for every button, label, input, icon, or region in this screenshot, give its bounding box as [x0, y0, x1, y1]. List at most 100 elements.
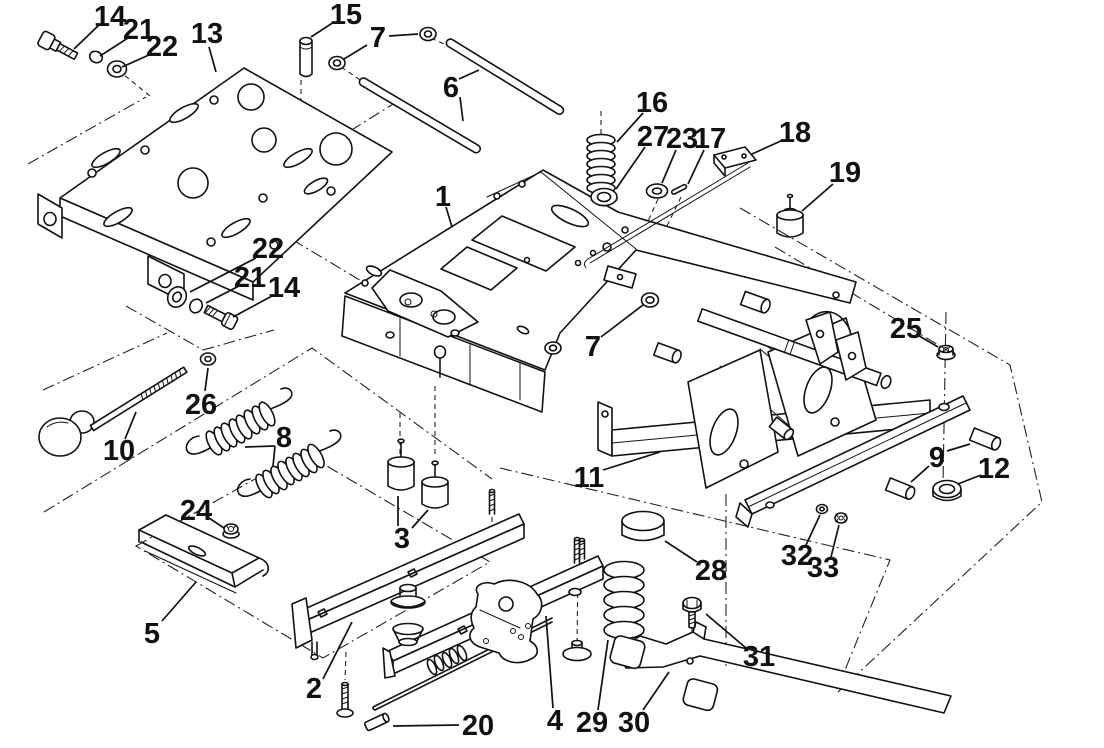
callout-number: 31	[743, 641, 775, 673]
callout-leader-line	[661, 149, 677, 184]
callout-leader-line	[189, 257, 257, 293]
nut-24	[222, 523, 240, 539]
callout-leader-line	[751, 139, 784, 155]
lever-30	[609, 621, 952, 714]
flange-nut-25	[936, 344, 956, 361]
callout-30: 30	[618, 671, 670, 739]
callout-leader-line	[915, 333, 939, 348]
callout-leader-line	[445, 206, 453, 228]
clamp-bracket	[805, 310, 867, 381]
callout-number: 3	[394, 523, 410, 555]
callout-29: 29	[576, 639, 609, 739]
screw-and-disc	[562, 536, 592, 662]
callout-leader-line	[208, 46, 217, 73]
callout-leader-line	[121, 53, 152, 68]
callout-number: 8	[276, 422, 292, 454]
latch-plate	[469, 579, 543, 664]
callout-number: 15	[330, 0, 362, 31]
callout-26: 26	[185, 367, 217, 421]
callout-number: 22	[252, 233, 284, 265]
callout-leader-line	[910, 465, 930, 483]
callout-leader-line	[244, 445, 276, 448]
bushings-9	[884, 427, 1002, 501]
pin-20	[363, 712, 390, 732]
callout-leader-line	[830, 524, 840, 558]
spring-16	[586, 133, 616, 195]
part-13-seat-plate	[37, 67, 393, 303]
callout-number: 29	[576, 707, 608, 739]
callout-number: 2	[306, 673, 322, 705]
knob-rod-10	[38, 366, 188, 457]
callout-number: 26	[185, 389, 217, 421]
callout-14: 14	[73, 1, 126, 50]
callout-25: 25	[890, 313, 939, 348]
callout-21: 21	[99, 14, 155, 57]
callout-leader-line	[204, 367, 209, 392]
callout-number: 33	[807, 552, 839, 584]
part-1-seat-pan	[341, 169, 857, 413]
callout-number: 9	[929, 442, 945, 474]
callout-24: 24	[180, 495, 225, 529]
callout-32: 32	[781, 514, 821, 572]
callout-leader-line	[310, 21, 335, 38]
callout-17: 17	[687, 123, 726, 185]
callout-10: 10	[103, 411, 137, 467]
callout-number: 14	[268, 272, 300, 304]
callout-number: 20	[462, 710, 494, 742]
callout-number: 1	[435, 181, 451, 213]
callout-number: 28	[695, 555, 727, 587]
callout-leader-line	[99, 37, 129, 57]
callout-number: 32	[781, 540, 813, 572]
callout-leader-line	[664, 540, 698, 563]
callout-number: 7	[370, 22, 386, 54]
callout-leader-line	[946, 443, 971, 452]
callout-number: 22	[146, 31, 178, 63]
callout-leader-line	[615, 146, 646, 190]
callout-20: 20	[392, 710, 494, 742]
callout-15: 15	[310, 0, 362, 38]
callout-number: 17	[694, 123, 726, 155]
callout-21: 21	[205, 262, 266, 304]
callout-leader-line	[616, 112, 644, 143]
screw	[336, 681, 354, 718]
callout-leader-line	[388, 33, 419, 37]
callout-number: 23	[666, 123, 698, 155]
callout-leader-line	[411, 509, 429, 529]
pin-17	[670, 183, 688, 195]
part-4-slide-rail	[363, 488, 604, 732]
callout-leader-line	[73, 24, 100, 50]
callout-leader-line	[957, 474, 982, 485]
callout-leader-line	[687, 149, 705, 185]
callout-5: 5	[144, 581, 197, 650]
bolt-14-washer-stack-lower	[166, 286, 239, 330]
bumper-19	[776, 193, 804, 238]
callout-12: 12	[957, 453, 1010, 485]
washer-32	[815, 503, 829, 515]
callout-number: 13	[191, 18, 223, 50]
callout-number: 25	[890, 313, 922, 345]
callout-number: 5	[144, 618, 160, 650]
callout-number: 14	[94, 1, 126, 33]
callout-number: 4	[547, 705, 563, 737]
grommet-27	[590, 187, 618, 207]
callout-leader-line	[322, 621, 353, 680]
callout-19: 19	[801, 157, 861, 212]
callout-leader-line	[801, 183, 834, 212]
callout-number: 24	[180, 495, 212, 527]
callout-leader-line	[205, 515, 225, 529]
callout-13: 13	[191, 18, 223, 73]
callout-27: 27	[615, 121, 669, 190]
callout-2: 2	[306, 621, 353, 705]
callout-11: 11	[574, 451, 661, 494]
callout-number: 16	[636, 87, 668, 119]
callout-leader-line	[705, 613, 747, 649]
stud-screw	[488, 488, 496, 515]
callout-leader-line	[124, 411, 137, 440]
callout-leader-line	[232, 295, 273, 318]
callout-leader-line	[458, 69, 480, 80]
callout-leader-line	[600, 304, 644, 338]
bracket-18-and-rod	[583, 146, 757, 269]
